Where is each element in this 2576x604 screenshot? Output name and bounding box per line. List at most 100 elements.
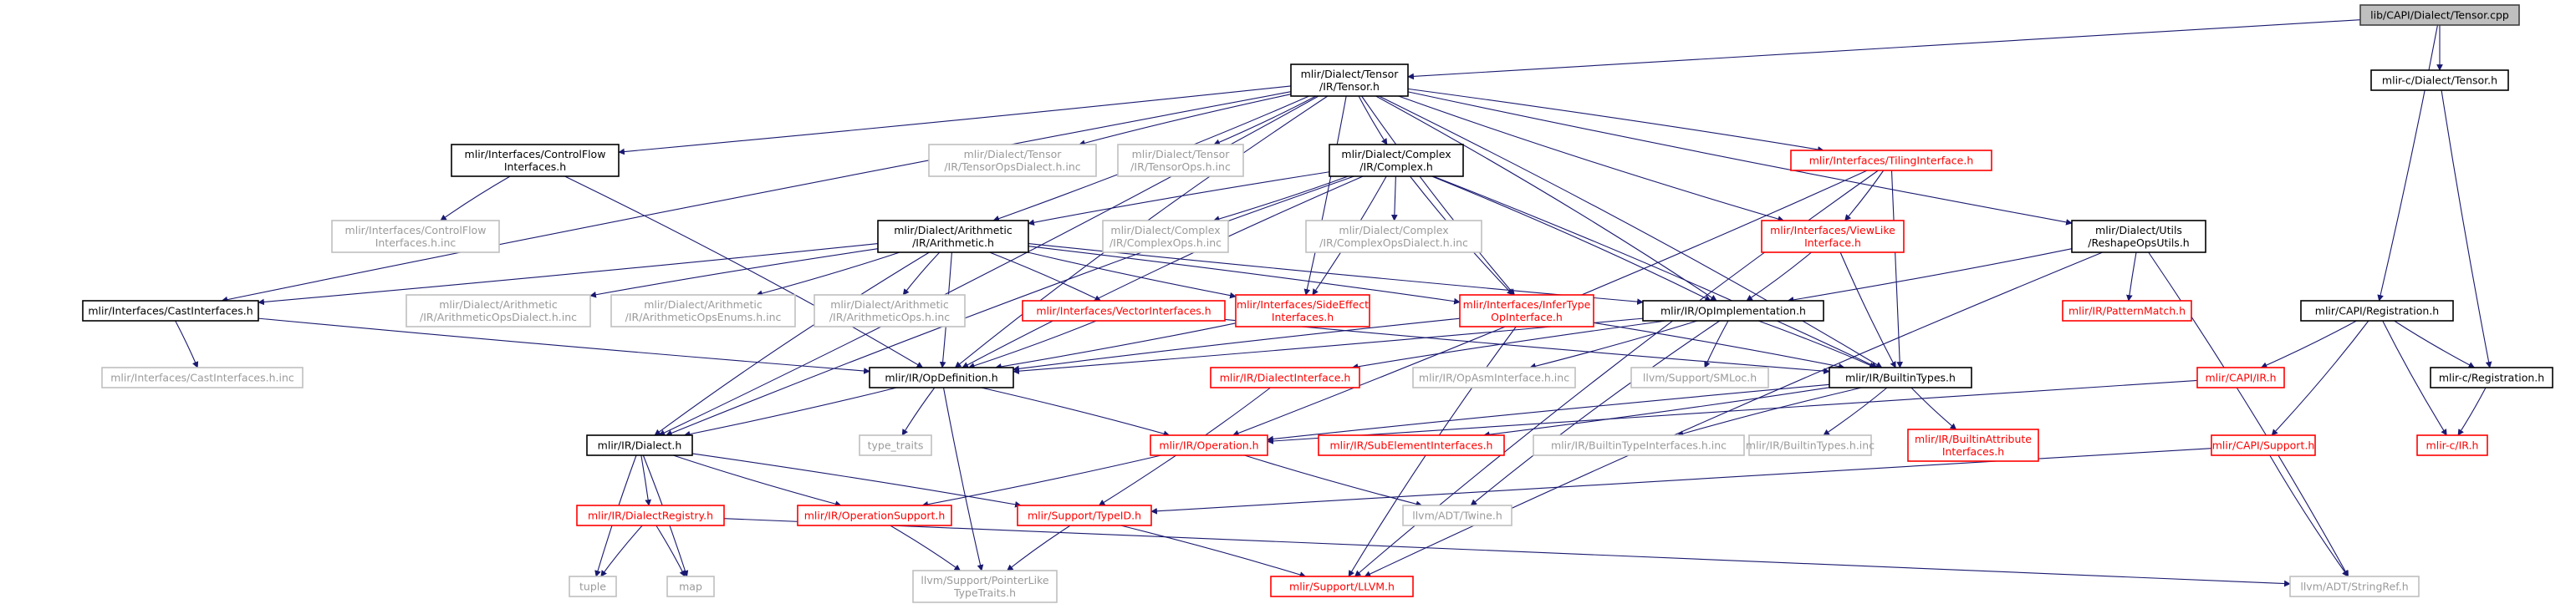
edge-arith-to-dialect: [654, 251, 930, 436]
node-dialectregistry[interactable]: mlir/IR/DialectRegistry.h: [576, 505, 725, 526]
node-registration_capi[interactable]: mlir/CAPI/Registration.h: [2300, 300, 2454, 322]
node-box-tensor: [1290, 63, 1409, 97]
node-arith_enums_inc: mlir/Dialect/Arithmetic/IR/ArithmeticOps…: [610, 294, 796, 327]
node-builtintypes[interactable]: mlir/IR/BuiltinTypes.h: [1829, 367, 1972, 388]
edge-tensor-to-cast: [221, 91, 1292, 303]
node-arith_ops_inc: mlir/Dialect/Arithmetic/IR/ArithmeticOps…: [814, 294, 966, 327]
edge-registration_capi-to-capi_ir: [2260, 320, 2357, 368]
node-opdef[interactable]: mlir/IR/OpDefinition.h: [869, 367, 1014, 388]
node-typeid[interactable]: mlir/Support/TypeID.h: [1017, 505, 1152, 526]
node-box-opasm_inc: [1412, 367, 1576, 388]
node-registration_c[interactable]: mlir-c/Registration.h: [2430, 367, 2553, 388]
edge-tensor-to-infertype: [1361, 95, 1515, 296]
node-dialectinterface[interactable]: mlir/IR/DialectInterface.h: [1210, 367, 1360, 388]
edge-cf-to-cf_inc: [440, 175, 511, 221]
node-label-typeid-0: mlir/Support/TypeID.h: [1028, 510, 1141, 522]
node-mlirc_ir[interactable]: mlir-c/IR.h: [2416, 434, 2488, 456]
edge-tensor-to-sideeffect: [1303, 95, 1347, 296]
node-label-builtintypeif_inc-0: mlir/IR/BuiltinTypeInterfaces.h.inc: [1551, 439, 1727, 452]
edge-arith-to-sideeffect: [1028, 251, 1237, 299]
node-label-builtintypes-0: mlir/IR/BuiltinTypes.h: [1845, 372, 1956, 384]
node-box-mlirc_ir: [2416, 434, 2488, 456]
edge-opsupport-to-pointerlike: [890, 525, 962, 571]
node-box-patternmatch: [2062, 300, 2192, 322]
node-box-complex: [1329, 144, 1464, 177]
node-operation[interactable]: mlir/IR/Operation.h: [1150, 434, 1268, 456]
node-reshape[interactable]: mlir/Dialect/Utils/ReshapeOpsUtils.h: [2071, 220, 2206, 253]
node-label-subelement-0: mlir/IR/SubElementInterfaces.h: [1330, 439, 1493, 452]
node-vector[interactable]: mlir/Interfaces/VectorInterfaces.h: [1022, 300, 1226, 322]
node-label-opasm_inc-0: mlir/IR/OpAsmInterface.h.inc: [1419, 372, 1569, 384]
node-capi_support[interactable]: mlir/CAPI/Support.h: [2211, 434, 2316, 456]
node-box-subelement: [1318, 434, 1505, 456]
node-box-type_traits: [859, 434, 932, 456]
node-tuple: tuple: [569, 576, 617, 597]
edge-typeid-to-llvm_h: [1120, 525, 1307, 578]
edge-registration_capi-to-capi_support: [2271, 320, 2369, 436]
node-box-dialect: [586, 434, 693, 456]
node-cast[interactable]: mlir/Interfaces/CastInterfaces.h: [82, 300, 259, 322]
edge-viewlike-to-builtintypes: [1839, 251, 1896, 368]
edge-operation-to-twine: [1244, 454, 1423, 508]
node-box-cf_inc: [331, 220, 500, 253]
node-label-tensorops_dialect_inc-1: /IR/TensorOpsDialect.h.inc: [944, 160, 1080, 173]
node-label-viewlike-0: mlir/Interfaces/ViewLike: [1770, 224, 1895, 236]
node-label-cf_inc-0: mlir/Interfaces/ControlFlow: [345, 224, 487, 236]
edge-opdef-to-operation: [981, 387, 1171, 437]
node-box-tensorops_inc: [1117, 144, 1244, 177]
edge-cf-to-opdef: [564, 175, 924, 368]
node-arith[interactable]: mlir/Dialect/Arithmetic/IR/Arithmetic.h: [877, 220, 1029, 253]
edge-tensor-to-tensorops_inc: [1213, 95, 1317, 145]
edge-complex-to-arith: [1028, 171, 1330, 226]
node-complex_dialect_inc: mlir/Dialect/Complex/IR/ComplexOpsDialec…: [1305, 220, 1482, 253]
node-tiling[interactable]: mlir/Interfaces/TilingInterface.h: [1790, 150, 1992, 171]
edge-arith-to-arith_ops_inc: [902, 251, 941, 296]
edge-root-to-registration_capi: [2377, 24, 2439, 302]
edge-tensor-to-reshape: [1407, 91, 2073, 226]
edge-arith-to-arith_enums_inc: [756, 251, 900, 297]
node-label-map-0: map: [679, 581, 702, 593]
node-tensorops_dialect_inc: mlir/Dialect/Tensor/IR/TensorOpsDialect.…: [928, 144, 1097, 177]
node-label-dialectinterface-0: mlir/IR/DialectInterface.h: [1220, 372, 1351, 384]
node-label-mlirc_ir-0: mlir-c/IR.h: [2426, 439, 2479, 452]
node-label-tuple-0: tuple: [579, 581, 606, 593]
node-label-tensorops_inc-1: /IR/TensorOps.h.inc: [1130, 160, 1231, 173]
node-box-typeid: [1017, 505, 1152, 526]
edge-opimpl-to-opasm_inc: [1529, 320, 1698, 370]
node-opsupport[interactable]: mlir/IR/OperationSupport.h: [797, 505, 952, 526]
node-box-viewlike: [1761, 220, 1905, 253]
node-label-opimpl-0: mlir/IR/OpImplementation.h: [1660, 305, 1806, 317]
node-box-capitensor: [2370, 69, 2509, 91]
node-box-tensorops_dialect_inc: [928, 144, 1097, 177]
edge-cast-to-opdef: [258, 317, 870, 374]
edge-complex-to-opdef: [962, 175, 1364, 368]
node-label-stringref-0: llvm/ADT/StringRef.h: [2300, 581, 2408, 593]
node-label-cast-0: mlir/Interfaces/CastInterfaces.h: [88, 305, 252, 317]
node-complex[interactable]: mlir/Dialect/Complex/IR/Complex.h: [1329, 144, 1464, 177]
edge-opdef-to-dialect: [683, 387, 897, 438]
node-tensor[interactable]: mlir/Dialect/Tensor/IR/Tensor.h: [1290, 63, 1409, 97]
node-llvm_h[interactable]: mlir/Support/LLVM.h: [1270, 576, 1414, 597]
node-patternmatch[interactable]: mlir/IR/PatternMatch.h: [2062, 300, 2192, 322]
node-box-arith_ops_inc: [814, 294, 966, 327]
node-label-builtintypes_inc-0: mlir/IR/BuiltinTypes.h.inc: [1746, 439, 1875, 452]
edge-vector-to-opdef: [967, 320, 1097, 369]
node-dialect[interactable]: mlir/IR/Dialect.h: [586, 434, 693, 456]
node-label-operation-0: mlir/IR/Operation.h: [1159, 439, 1258, 452]
node-capi_ir[interactable]: mlir/CAPI/IR.h: [2196, 367, 2285, 388]
node-capitensor[interactable]: mlir-c/Dialect/Tensor.h: [2370, 69, 2509, 91]
node-opimpl[interactable]: mlir/IR/OpImplementation.h: [1642, 300, 1824, 322]
edge-complex-to-opimpl: [1431, 175, 1711, 302]
edge-tensor-to-builtintypes: [1378, 95, 1883, 368]
node-subelement[interactable]: mlir/IR/SubElementInterfaces.h: [1318, 434, 1505, 456]
node-root[interactable]: lib/CAPI/Dialect/Tensor.cpp: [2359, 4, 2520, 26]
edge-complex-to-complexops_inc: [1212, 175, 1349, 222]
